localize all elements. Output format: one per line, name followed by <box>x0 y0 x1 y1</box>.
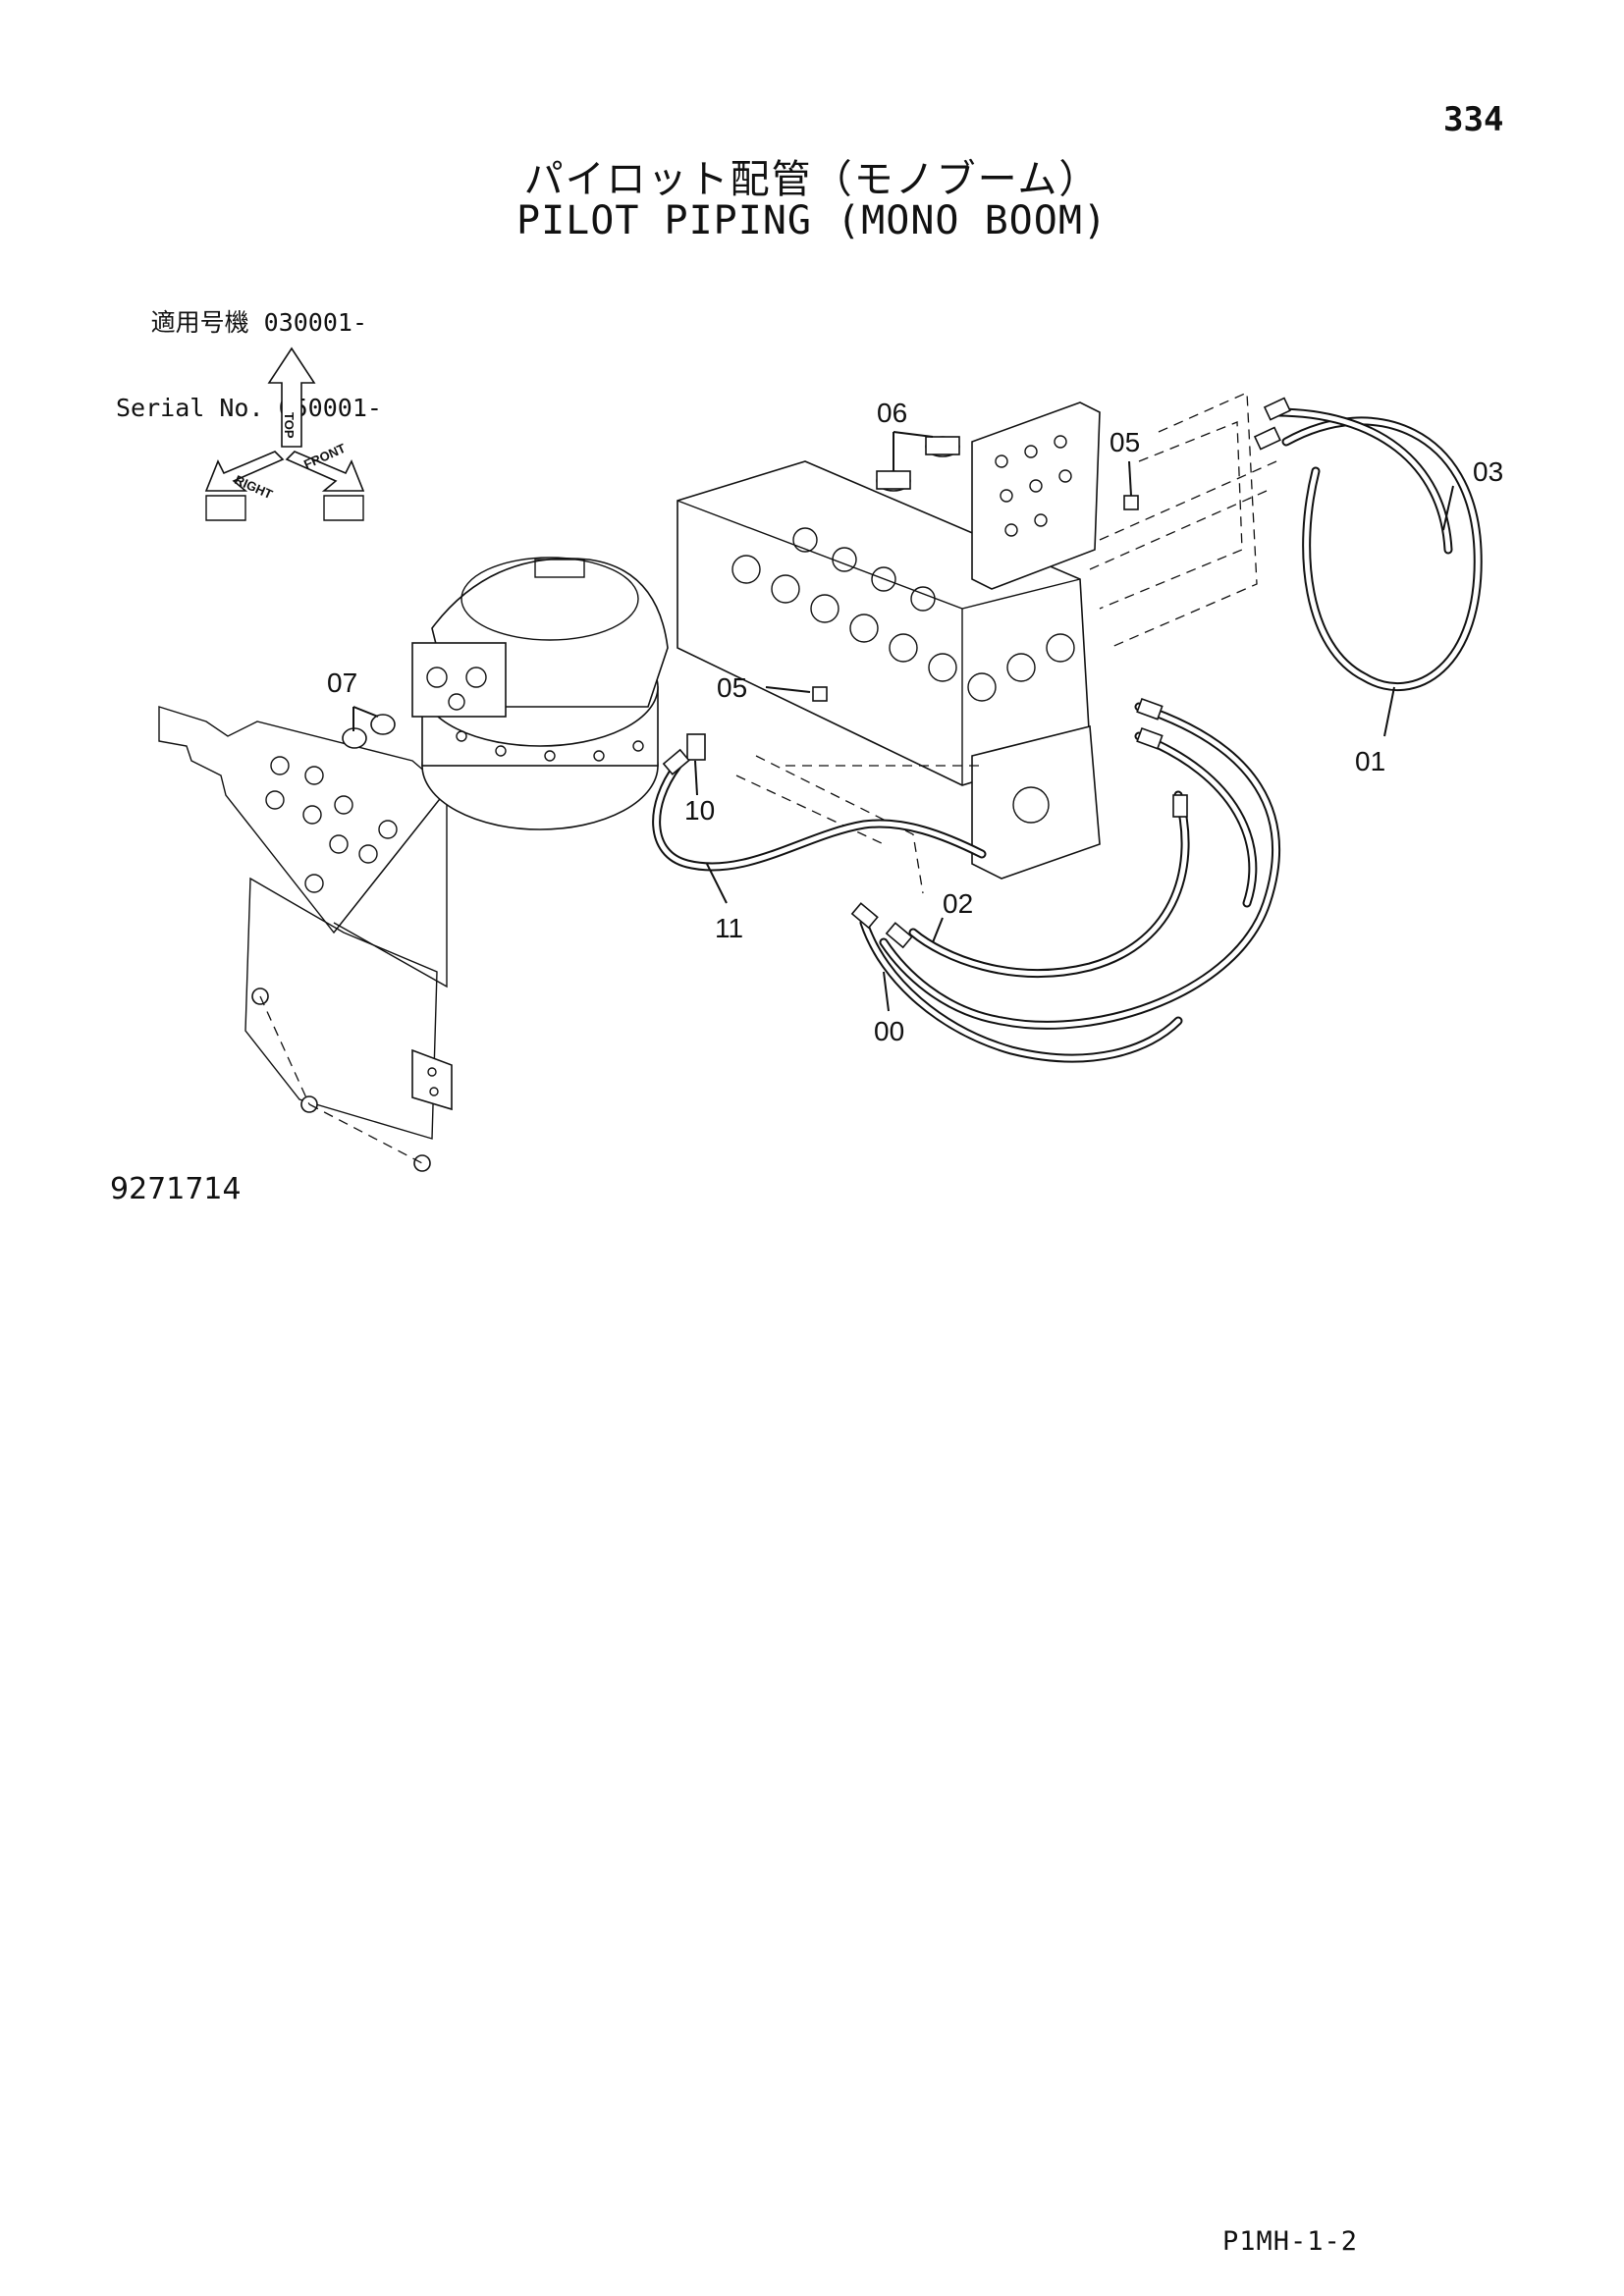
hose-02 <box>908 790 1190 978</box>
callout-05-lower: 05 <box>717 672 747 703</box>
control-valve <box>677 401 1101 880</box>
serial-row-jp: 適用号機 030001- <box>116 308 367 337</box>
serial-value-jp: 030001- <box>263 308 367 337</box>
page-number: 334 <box>1443 100 1504 139</box>
serial-label-en: Serial No. <box>116 394 264 422</box>
fittings <box>342 436 1139 761</box>
page-title-english: PILOT PIPING (MONO BOOM) <box>516 198 1108 243</box>
orientation-top-label: TOP <box>282 412 297 439</box>
hose-01 <box>879 702 1281 1030</box>
hose-fittings <box>662 397 1291 949</box>
orientation-right-label: RIGHT <box>233 472 275 502</box>
page-code: P1MH-1-2 <box>1222 2226 1359 2257</box>
spool-caps <box>731 527 1075 702</box>
callout-11: 11 <box>715 913 743 943</box>
callout-06: 06 <box>877 398 907 428</box>
figure-number: 9271714 <box>110 1172 242 1206</box>
bracket-plate <box>158 706 453 1172</box>
page-title-japanese: パイロット配管（モノブーム） <box>523 157 1101 202</box>
hose-11 <box>652 761 987 872</box>
callout-03: 03 <box>1473 456 1503 487</box>
hose-00 <box>859 918 1183 1063</box>
callout-01: 01 <box>1355 746 1385 776</box>
callout-00: 00 <box>874 1016 904 1046</box>
serial-label-jp: 適用号機 <box>150 308 249 337</box>
callout-10: 10 <box>684 795 715 826</box>
callout-02: 02 <box>943 888 973 919</box>
leader-lines <box>352 431 1454 1012</box>
callout-07: 07 <box>327 667 357 698</box>
callout-05-upper: 05 <box>1110 427 1140 457</box>
assembly-lines <box>735 392 1277 894</box>
orientation-indicator: TOP RIGHT FRONT <box>204 347 365 521</box>
swing-motor <box>411 557 669 830</box>
hose-03 <box>1272 407 1483 691</box>
